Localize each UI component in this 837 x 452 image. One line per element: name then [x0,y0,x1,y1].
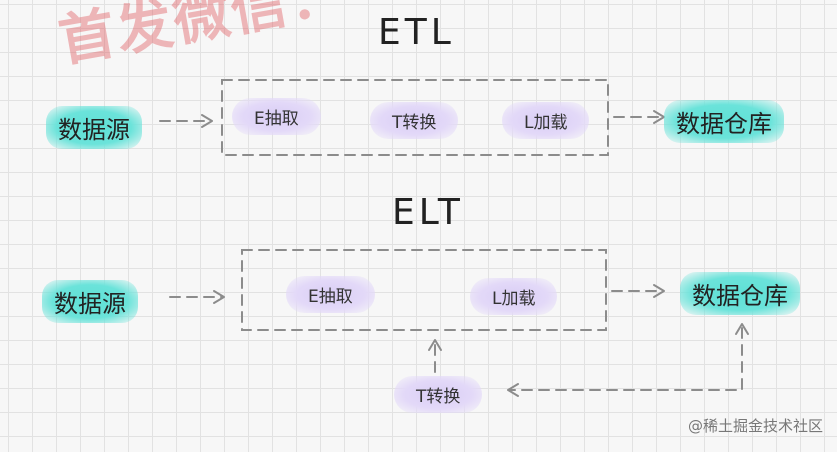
elt-target-node: 数据仓库 [680,272,800,315]
etl-target-node: 数据仓库 [664,100,784,143]
elt-arrowhead-loop-left [507,383,519,397]
elt-arrowhead-loop-up [735,323,749,335]
etl-title: ETL [378,12,455,53]
elt-transform-node: T转换 [394,376,483,413]
etl-load-node: L加载 [502,102,590,139]
etl-arrowhead-in [201,114,213,128]
elt-extract-node: E抽取 [286,276,375,313]
etl-extract-node: E抽取 [232,98,321,135]
elt-load-node: L加载 [470,278,558,315]
footer-credit: @稀土掘金技术社区 [687,417,823,435]
elt-arrowhead-out [653,284,665,298]
etl-source-node: 数据源 [46,106,142,149]
elt-source-node: 数据源 [42,280,138,323]
elt-arrowhead-in [213,290,225,304]
elt-arrowhead-transform-up [428,339,442,351]
etl-process-box [221,79,609,156]
etl-transform-node: T转换 [370,102,459,139]
elt-title: ELT [392,192,464,233]
elt-arrow-loop [509,327,743,391]
